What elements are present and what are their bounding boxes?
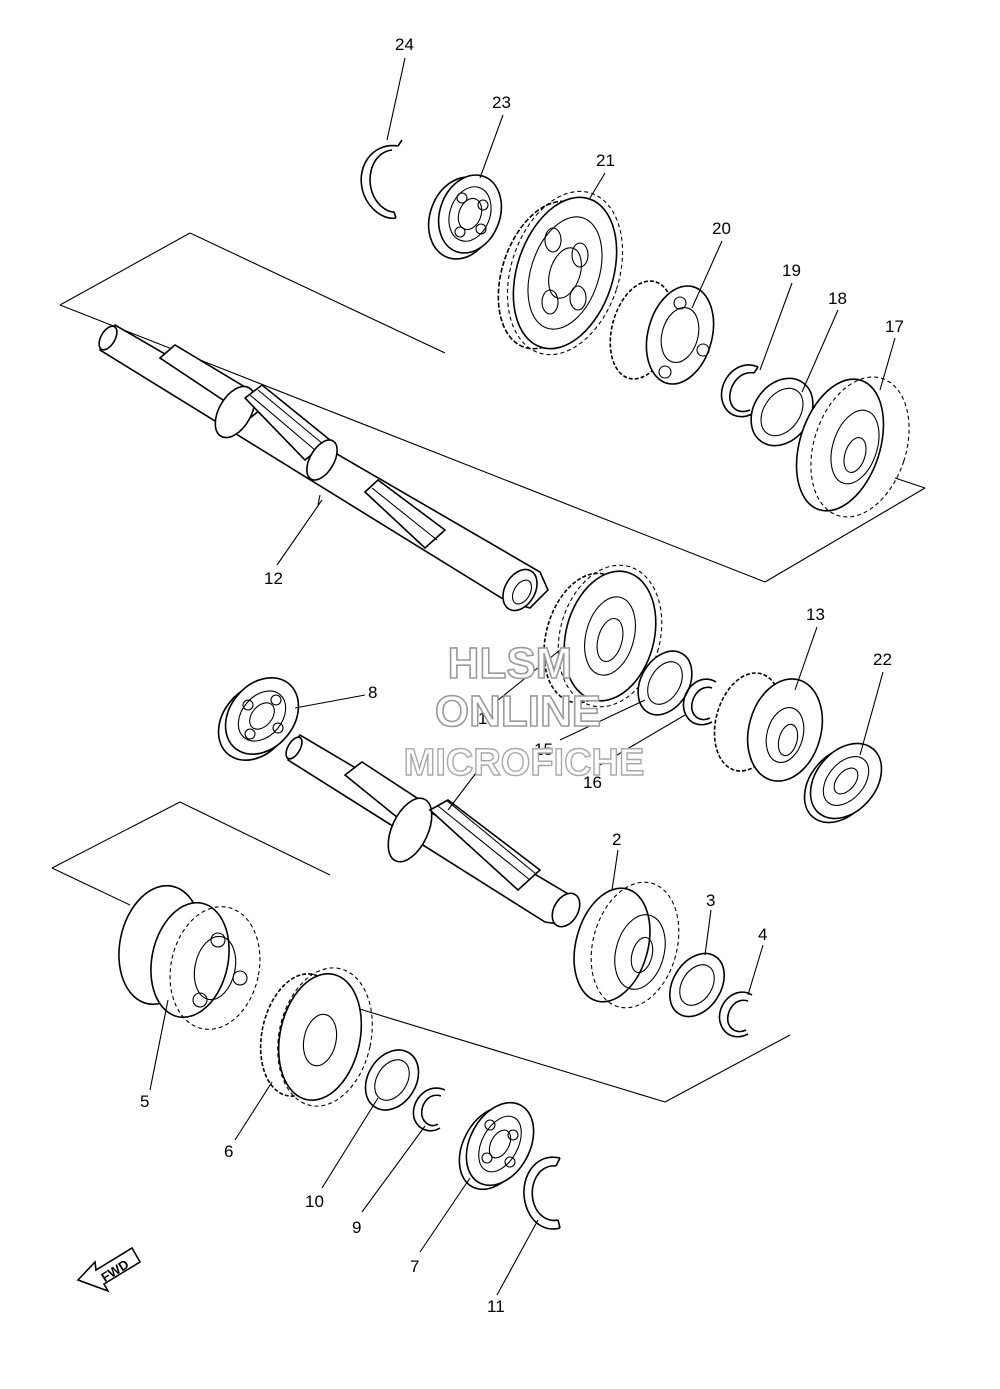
callout-10: 10 [305, 1192, 324, 1211]
callout-1: 1 [476, 747, 485, 766]
part-12-shaft [98, 323, 549, 612]
part-6-gear [259, 967, 373, 1107]
part-7-bearing [458, 1101, 535, 1191]
part-11-circlip [523, 1156, 561, 1230]
callout-19: 19 [782, 261, 801, 280]
part-24-circlip [360, 139, 403, 220]
callout-labels: 24 23 21 20 19 18 17 12 13 22 8 14 15 16… [140, 35, 904, 1316]
callout-7: 7 [410, 1257, 419, 1276]
part-4-circlip [718, 991, 753, 1038]
callout-11: 11 [487, 1297, 505, 1316]
callout-16: 16 [583, 773, 602, 792]
callout-9: 9 [352, 1218, 361, 1237]
watermark-line-3: MICROFICHE [404, 742, 645, 784]
callout-20: 20 [712, 219, 731, 238]
part-17-gear [795, 376, 910, 518]
watermark: HLSM ONLINE MICROFICHE [403, 638, 645, 785]
part-9-circlip [412, 1087, 446, 1132]
part-13-gear [713, 672, 824, 782]
part-19-circlip [720, 364, 759, 418]
callout-12: 12 [264, 569, 283, 588]
part-15-washer [637, 650, 693, 716]
watermark-line-1: HLSM [448, 639, 573, 688]
callout-6: 6 [224, 1142, 233, 1161]
part-23-bearing [427, 174, 503, 260]
callout-22: 22 [873, 650, 892, 669]
callout-21: 21 [596, 151, 615, 170]
callout-3: 3 [706, 891, 715, 910]
fwd-arrow: FWD [76, 1246, 142, 1293]
callout-17: 17 [885, 317, 904, 336]
part-21-gear [497, 190, 624, 356]
callout-14: 14 [478, 709, 497, 728]
part-20-gear [609, 280, 715, 385]
callout-4: 4 [758, 925, 767, 944]
part-5-gear [118, 884, 261, 1030]
callout-18: 18 [828, 289, 847, 308]
callout-2: 2 [612, 830, 621, 849]
callout-15: 15 [534, 740, 553, 759]
callout-5: 5 [140, 1092, 149, 1111]
part-3-washer [669, 952, 725, 1018]
part-10-washer [364, 1049, 420, 1111]
callout-8: 8 [368, 683, 377, 702]
watermark-line-2: ONLINE [435, 687, 601, 736]
part-1-axle [285, 733, 581, 928]
part-2-gear [573, 881, 680, 1009]
callout-23: 23 [492, 93, 511, 112]
part-8-bearing [217, 677, 300, 761]
callout-13: 13 [806, 605, 825, 624]
part-14-gear [543, 564, 663, 708]
part-22-bearing [803, 742, 883, 824]
part-16-circlip [682, 678, 717, 726]
leader-lines [149, 57, 896, 1296]
callout-24: 24 [395, 35, 414, 54]
lower-assembly-outline [51, 801, 791, 1103]
